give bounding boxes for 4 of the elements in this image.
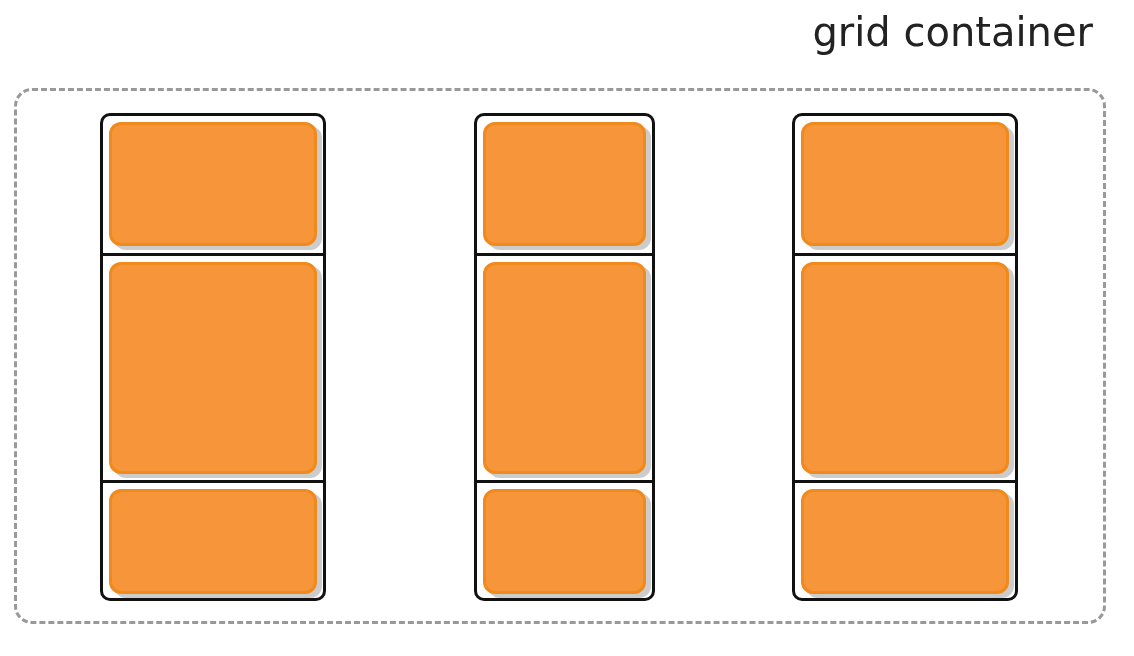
- grid-column: [792, 113, 1018, 601]
- grid-column: [100, 113, 326, 601]
- grid-column: [474, 113, 655, 601]
- container-label: grid container: [812, 9, 1093, 55]
